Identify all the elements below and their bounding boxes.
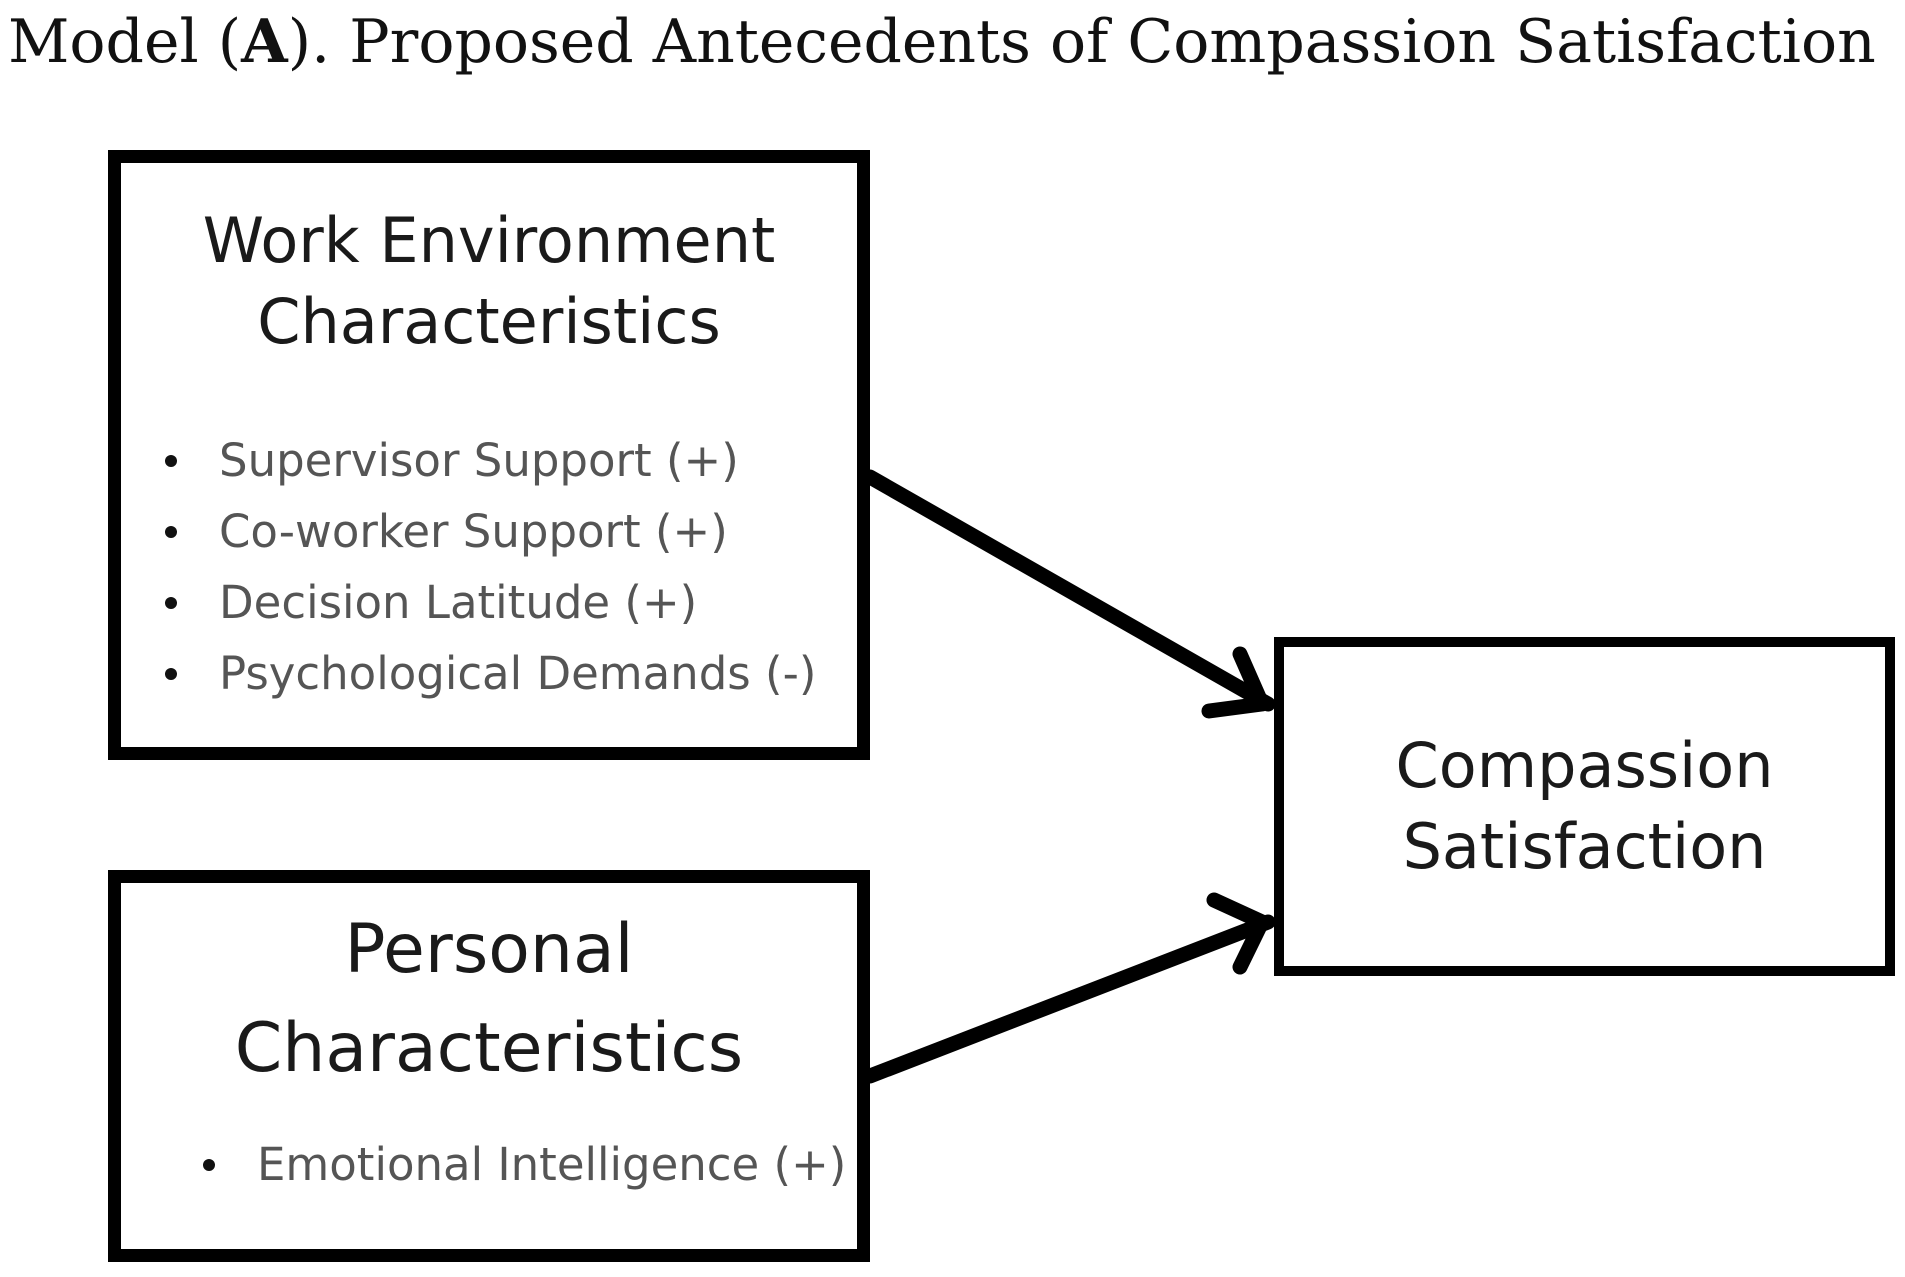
work-environment-heading-line2: Characteristics [257, 284, 721, 358]
work-environment-heading: Work Environment Characteristics [121, 201, 857, 362]
personal-characteristics-box: Personal Characteristics Emotional Intel… [108, 870, 870, 1262]
outcome-heading-line1: Compassion [1395, 729, 1774, 802]
personal-heading-line1: Personal [344, 910, 634, 989]
arrow-personal-to-outcome [862, 892, 1276, 1084]
figure-title-suffix: ). Proposed Antecedents of Compassion Sa… [287, 7, 1876, 77]
compassion-satisfaction-box: Compassion Satisfaction [1274, 637, 1895, 976]
factor-emotional-intelligence: Emotional Intelligence (+) [203, 1129, 846, 1200]
compassion-satisfaction-heading: Compassion Satisfaction [1284, 726, 1885, 887]
factor-supervisor-support: Supervisor Support (+) [165, 425, 816, 496]
factor-decision-latitude: Decision Latitude (+) [165, 567, 816, 638]
arrow-work-to-outcome [862, 469, 1276, 719]
work-environment-factor-list: Supervisor Support (+) Co-worker Support… [165, 425, 816, 709]
personal-characteristics-heading: Personal Characteristics [121, 901, 857, 1098]
factor-psychological-demands: Psychological Demands (-) [165, 638, 816, 709]
outcome-heading-line2: Satisfaction [1402, 809, 1767, 883]
figure-title-prefix: Model ( [8, 7, 242, 77]
figure-title-panel-letter: A [241, 7, 288, 77]
figure-title: Model (A). Proposed Antecedents of Compa… [8, 6, 1876, 78]
personal-factor-list: Emotional Intelligence (+) [203, 1129, 846, 1200]
work-environment-heading-line1: Work Environment [202, 204, 776, 277]
work-environment-box: Work Environment Characteristics Supervi… [108, 150, 870, 760]
factor-coworker-support: Co-worker Support (+) [165, 496, 816, 567]
personal-heading-line2: Characteristics [234, 1008, 744, 1088]
